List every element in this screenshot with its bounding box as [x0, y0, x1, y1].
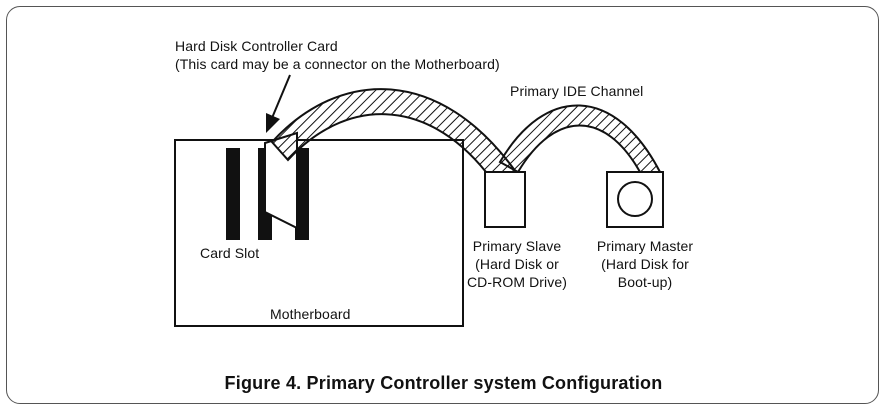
- primary-master-disk-icon: [617, 181, 653, 217]
- slave-title: Primary Slave: [472, 238, 562, 254]
- slave-desc-line1: (Hard Disk or: [475, 256, 559, 272]
- card-slot-1: [226, 148, 240, 240]
- controller-arrow-shaft: [271, 74, 291, 119]
- master-desc-line1: (Hard Disk for: [601, 256, 689, 272]
- channel-label: Primary IDE Channel: [510, 83, 644, 99]
- primary-slave-drive: [484, 171, 526, 228]
- controller-card-note: (This card may be a connector on the Mot…: [175, 56, 500, 72]
- motherboard-box: [174, 139, 464, 327]
- controller-card-title: Hard Disk Controller Card: [175, 38, 338, 54]
- motherboard-label: Motherboard: [270, 306, 351, 322]
- slave-desc-line2: CD-ROM Drive): [466, 274, 568, 290]
- card-slot-3: [295, 148, 309, 240]
- master-desc-line2: Boot-up): [617, 274, 673, 290]
- card-slot-label: Card Slot: [200, 245, 260, 261]
- master-title: Primary Master: [596, 238, 694, 254]
- figure-frame: [6, 6, 879, 404]
- controller-arrow-head: [266, 113, 280, 133]
- figure-caption: Figure 4. Primary Controller system Conf…: [224, 373, 663, 393]
- ribbon-cable-slave-to-master: [498, 104, 662, 174]
